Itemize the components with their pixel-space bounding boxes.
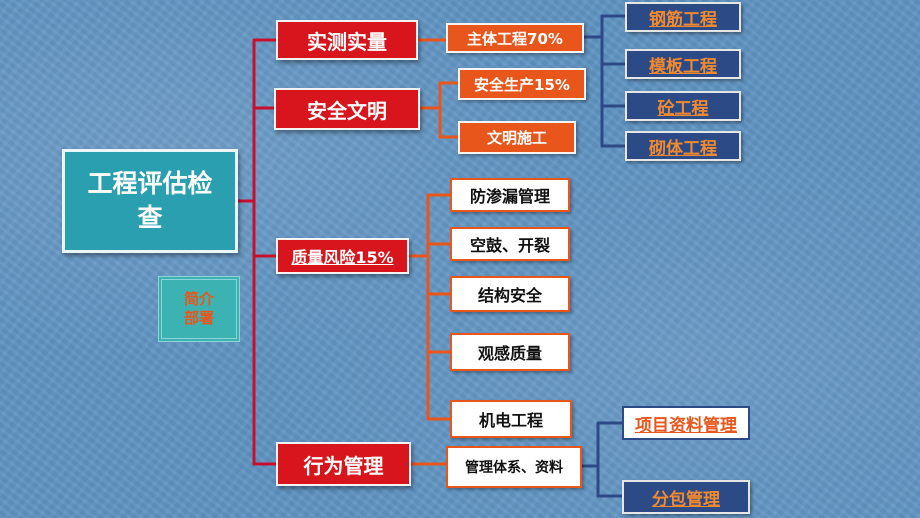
measure-item-rebar[interactable]: 钢筋工程 <box>625 2 741 32</box>
item-label: 砼工程 <box>657 98 709 119</box>
measure-item-masonry[interactable]: 砌体工程 <box>625 131 741 161</box>
item-label: 观感质量 <box>477 344 542 363</box>
item-label: 项目资料管理 <box>635 415 737 436</box>
intro-link-label: 简介部署 <box>183 290 214 327</box>
measure-item-concrete[interactable]: 砼工程 <box>625 91 741 121</box>
safety-item-production[interactable]: 安全生产15% <box>458 68 586 100</box>
intro-link[interactable]: 简介部署 <box>158 276 240 342</box>
quality-item-mep[interactable]: 机电工程 <box>450 400 572 438</box>
category-measure[interactable]: 实测实量 <box>276 20 418 60</box>
category-behavior[interactable]: 行为管理 <box>276 442 411 486</box>
quality-item-hollowing[interactable]: 空鼓、开裂 <box>450 227 570 261</box>
quality-item-leakage[interactable]: 防渗漏管理 <box>450 178 570 212</box>
behavior-item-documents[interactable]: 项目资料管理 <box>622 406 750 440</box>
item-label: 防渗漏管理 <box>469 187 550 206</box>
item-label: 空鼓、开裂 <box>469 236 550 255</box>
item-label: 砌体工程 <box>649 138 717 159</box>
item-label: 结构安全 <box>477 286 542 305</box>
root-title: 工程评估检查 <box>87 169 213 232</box>
safety-item-civilized[interactable]: 文明施工 <box>458 121 576 154</box>
measure-main-node[interactable]: 主体工程70% <box>446 23 584 53</box>
quality-item-appearance[interactable]: 观感质量 <box>450 333 570 371</box>
measure-item-formwork[interactable]: 模板工程 <box>625 49 741 79</box>
category-label: 行为管理 <box>303 453 384 478</box>
item-label: 安全生产15% <box>474 75 570 94</box>
category-label: 质量风险15% <box>291 248 394 267</box>
item-label: 文明施工 <box>486 129 547 147</box>
item-label: 模板工程 <box>649 56 717 77</box>
behavior-main-label: 管理体系、资料 <box>465 460 563 476</box>
behavior-main-node[interactable]: 管理体系、资料 <box>446 446 582 488</box>
behavior-item-subcontract[interactable]: 分包管理 <box>622 480 750 514</box>
measure-main-label: 主体工程70% <box>467 29 563 48</box>
category-quality[interactable]: 质量风险15% <box>276 238 409 274</box>
category-label: 实测实量 <box>307 29 387 54</box>
item-label: 机电工程 <box>478 411 543 430</box>
item-label: 钢筋工程 <box>649 9 717 30</box>
root-node: 工程评估检查 <box>62 149 238 253</box>
category-safety[interactable]: 安全文明 <box>274 88 420 130</box>
item-label: 分包管理 <box>652 489 720 510</box>
quality-item-structural[interactable]: 结构安全 <box>450 276 570 312</box>
category-label: 安全文明 <box>307 98 387 123</box>
